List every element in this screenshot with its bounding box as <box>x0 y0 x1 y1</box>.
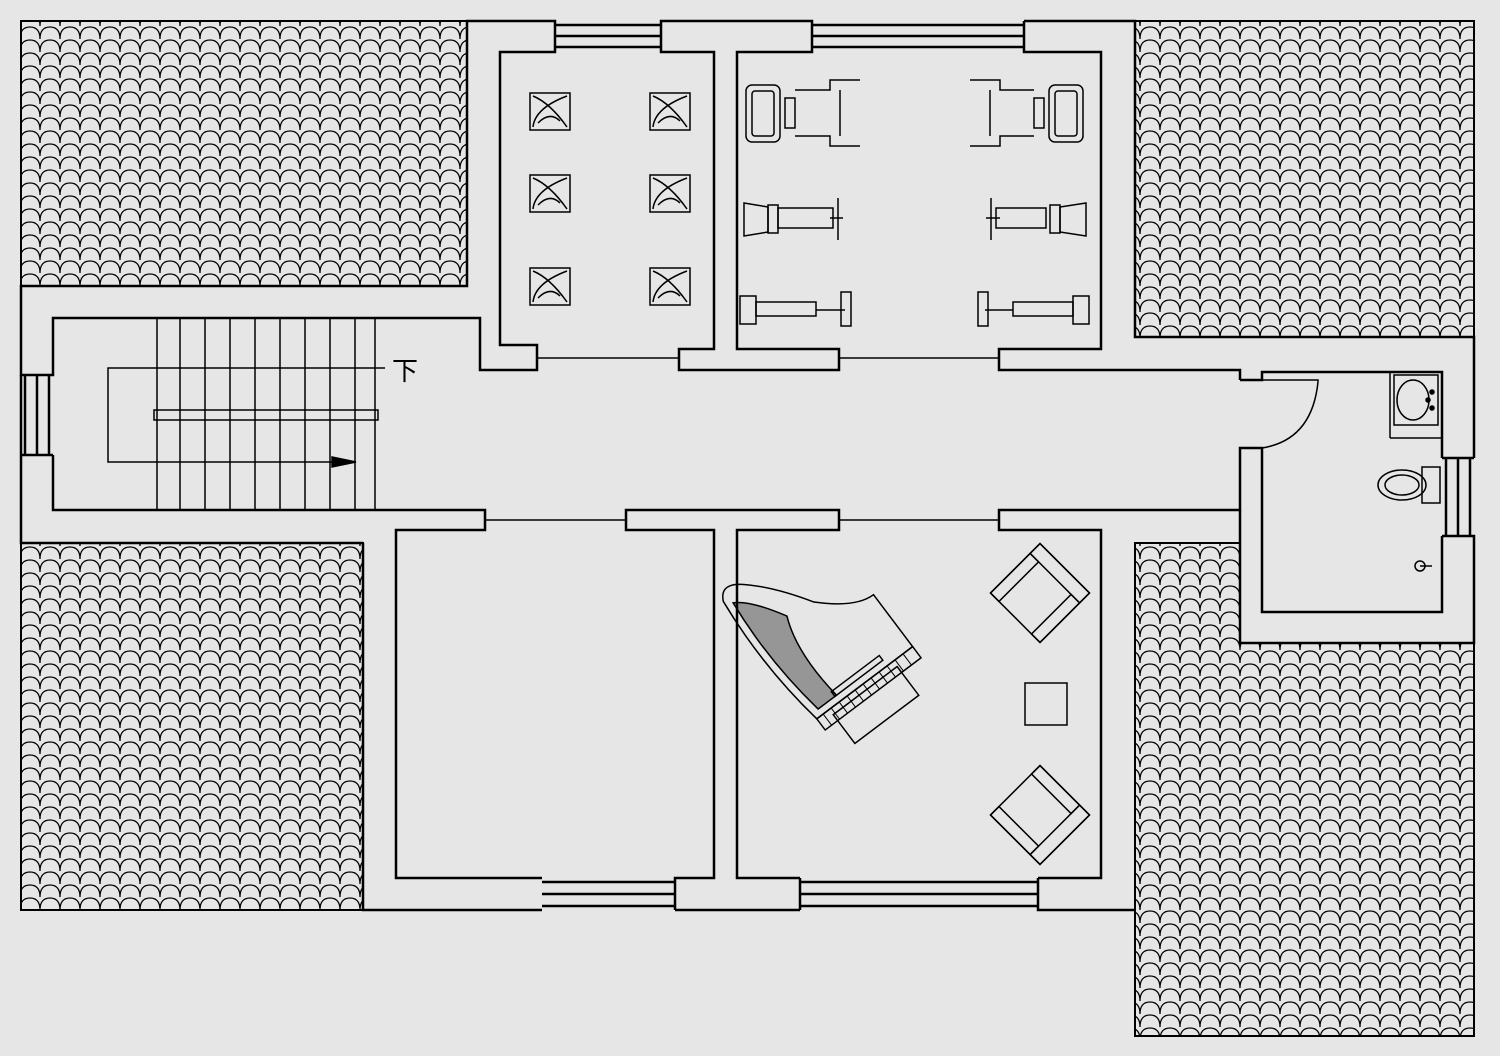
stair-direction-label: 下 <box>392 357 418 387</box>
weight-bench-right <box>986 198 1087 240</box>
roof-top-right <box>1134 20 1475 338</box>
floor-drain <box>1414 560 1432 572</box>
rowing-machine-right <box>977 291 1090 327</box>
roof-bottom-left <box>20 542 364 911</box>
toilet <box>1377 466 1441 504</box>
roof-bottom-right <box>1134 542 1475 1037</box>
staircase <box>107 317 385 511</box>
gym-equipment <box>739 79 1090 327</box>
washbasin <box>1393 374 1439 426</box>
weight-bench-left <box>743 198 843 240</box>
bathroom-fixtures <box>1377 374 1441 572</box>
side-table <box>1024 682 1068 726</box>
grand-piano <box>722 583 923 732</box>
treadmill-left <box>745 79 860 147</box>
floor-cushions <box>529 92 691 306</box>
music-room-furniture <box>722 542 1091 866</box>
piano-bench <box>832 665 920 745</box>
roof-tiles <box>20 20 1475 1037</box>
outer-walls <box>19 19 1476 912</box>
rowing-machine-left <box>739 291 852 327</box>
armchair-top <box>989 542 1091 644</box>
armchair-bottom <box>989 764 1091 866</box>
treadmill-right <box>970 79 1084 147</box>
roof-top-left <box>20 20 468 287</box>
